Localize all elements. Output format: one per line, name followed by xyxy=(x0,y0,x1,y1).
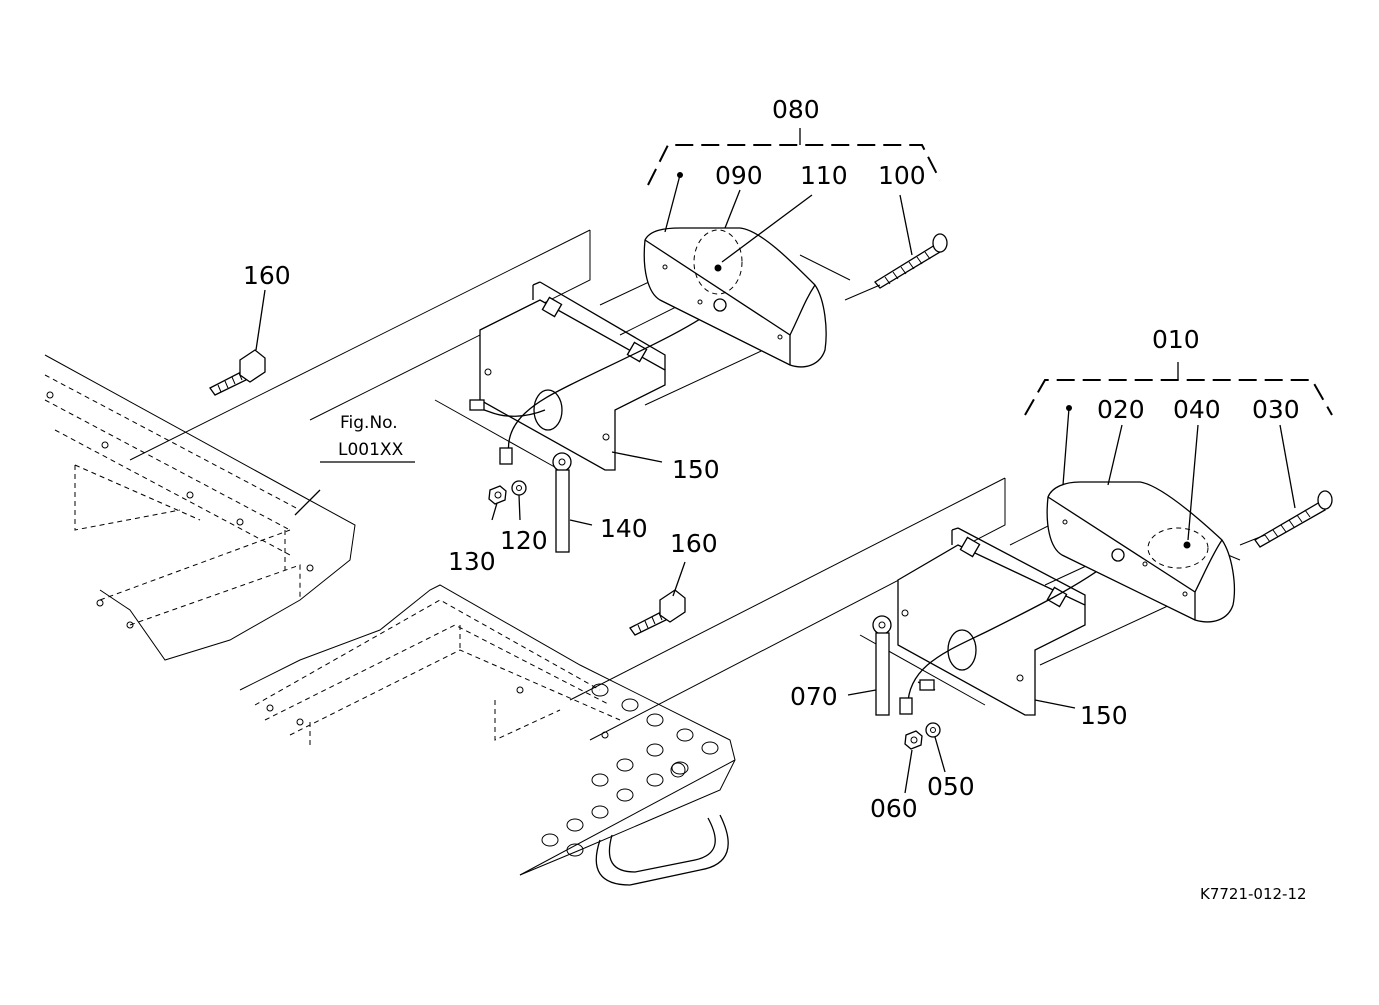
part-label-160-upper: 160 xyxy=(243,261,291,290)
part-label-150-upper: 150 xyxy=(672,455,720,484)
group-bracket-080 xyxy=(647,128,941,186)
leader-lines xyxy=(255,172,1296,794)
part-label-040: 040 xyxy=(1173,395,1221,424)
part-label-110: 110 xyxy=(800,161,848,190)
group-bracket-010 xyxy=(1024,362,1333,416)
figure-ref-number: L001XX xyxy=(338,440,404,460)
step-plate xyxy=(519,683,736,886)
drawing-number: K7721-012-12 xyxy=(1200,885,1307,903)
part-label-130: 130 xyxy=(448,547,496,576)
part-label-060: 060 xyxy=(870,794,918,823)
part-label-120: 120 xyxy=(500,526,548,555)
part-label-010: 010 xyxy=(1152,325,1200,354)
part-label-100: 100 xyxy=(878,161,926,190)
part-label-150-lower: 150 xyxy=(1080,701,1128,730)
part-label-070: 070 xyxy=(790,682,838,711)
part-label-090: 090 xyxy=(715,161,763,190)
part-label-080: 080 xyxy=(772,95,820,124)
part-label-160-lower: 160 xyxy=(670,529,718,558)
figure-ref-label: Fig.No. xyxy=(340,413,398,433)
part-label-050: 050 xyxy=(927,772,975,801)
lower-lamp-assembly xyxy=(569,477,1333,750)
upper-lamp-assembly xyxy=(129,227,948,553)
frame-outline xyxy=(44,354,736,876)
part-label-020: 020 xyxy=(1097,395,1145,424)
part-label-030: 030 xyxy=(1252,395,1300,424)
part-label-140: 140 xyxy=(600,514,648,543)
